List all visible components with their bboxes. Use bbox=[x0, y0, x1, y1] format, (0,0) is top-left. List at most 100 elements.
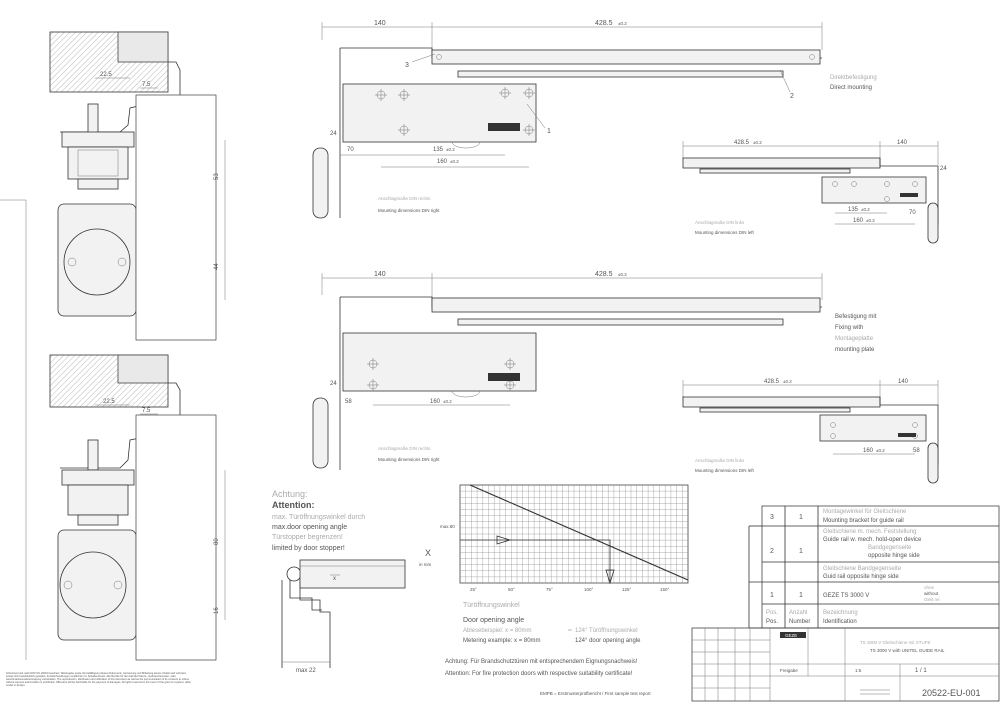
dim-428-5: 428.5 bbox=[595, 20, 613, 27]
frame-detail: x max 22 bbox=[281, 559, 406, 674]
pinion-housing bbox=[67, 146, 129, 180]
graph-angle-en: 124° door opening angle bbox=[575, 638, 641, 644]
row1-desc: GEZE TS 3000 V bbox=[823, 593, 869, 599]
section-view-top: 22.5 7.5 53 44 bbox=[0, 31, 226, 660]
svg-text:±0.2: ±0.2 bbox=[753, 140, 762, 145]
svg-text:±0.2: ±0.2 bbox=[861, 207, 870, 212]
graph-angle-de: 124° Türöffnungswinkel bbox=[575, 628, 638, 634]
dim-44: 44 bbox=[214, 263, 220, 270]
hdr-pos-de: Pos. bbox=[766, 610, 778, 616]
closer-circle bbox=[63, 228, 131, 296]
section-view-bottom: 22.5 7.5 80 16 bbox=[49, 354, 226, 661]
scale: 1:5 bbox=[855, 668, 862, 673]
dim-24: 24 bbox=[330, 131, 337, 137]
door-stop bbox=[312, 147, 329, 219]
row1-pos: 1 bbox=[770, 592, 774, 599]
svg-text:±0.2: ±0.2 bbox=[443, 399, 452, 404]
plate-title-1: Befestigung mit bbox=[835, 314, 877, 320]
view-din-left-2: 428.5 ±0.2 140 160 ±0.2 58 Anschlagmaße … bbox=[682, 379, 939, 484]
graph-x-ticks: 25°50°75°100°125°150° bbox=[470, 587, 670, 592]
dim-53: 53 bbox=[214, 173, 220, 180]
attention-line2-en: limited by door stopper! bbox=[272, 545, 345, 552]
view-din-left-1: 428.5 ±0.2 140 135 ±0.2 160 ±0.2 70 24 A… bbox=[682, 140, 947, 244]
hdr-desc-de: Bezeichnung bbox=[823, 610, 858, 616]
hdr-qty-de: Anzahl bbox=[789, 610, 807, 616]
graph-x-tick: 25° bbox=[470, 587, 477, 592]
opening-angle-graph: max.80 X in mm 25°50°75°100°125°150° Tür… bbox=[419, 484, 689, 644]
graph-x-title-en: Door opening angle bbox=[463, 617, 524, 624]
dim-22-5: 22.5 bbox=[100, 72, 112, 78]
attention-block: Achtung: Attention: max. Türöffnungswink… bbox=[272, 489, 365, 552]
geze-logo bbox=[780, 632, 806, 638]
row3-qty: 1 bbox=[799, 514, 803, 521]
graph-example-en: Metering example: x = 80mm bbox=[463, 638, 541, 644]
dim-max-22: max 22 bbox=[296, 668, 316, 674]
power-adjust-indicator bbox=[488, 123, 520, 131]
graph-grid bbox=[460, 485, 688, 583]
svg-text:±0.2: ±0.2 bbox=[446, 147, 455, 152]
svg-text:140: 140 bbox=[897, 140, 908, 146]
svg-text:Anschlagmaße DIN links: Anschlagmaße DIN links bbox=[695, 458, 745, 463]
graph-x-tick: 125° bbox=[622, 587, 632, 592]
graph-y-max: max.80 bbox=[440, 524, 455, 529]
callout-3: 3 bbox=[405, 62, 409, 69]
svg-text:x: x bbox=[333, 576, 336, 582]
row2-pos: 2 bbox=[770, 548, 774, 555]
svg-text:160: 160 bbox=[430, 399, 441, 405]
spindle bbox=[87, 103, 99, 135]
svg-text:24: 24 bbox=[330, 381, 337, 387]
view-direct-mounting-din-right: 140 428.5 ±0.2 135 ±0.2 160 ±0.2 70 24 1 bbox=[312, 20, 877, 219]
svg-text:160: 160 bbox=[863, 448, 874, 454]
fire-note-en: Attention: For fire protection doors wit… bbox=[445, 671, 633, 677]
product-line-1: TS 3000 V Gleitschiene mit STUFE bbox=[860, 640, 931, 645]
door-leaf-bottom bbox=[135, 414, 217, 661]
svg-text:Anschlagmaße DIN rechts: Anschlagmaße DIN rechts bbox=[378, 446, 431, 451]
svg-text:24: 24 bbox=[940, 166, 947, 172]
graph-x-tick: 50° bbox=[508, 587, 515, 592]
graph-x-tick: 100° bbox=[584, 587, 594, 592]
fire-note-de: Achtung: Für Brandschutztüren mit entspr… bbox=[445, 659, 638, 665]
frame-profile bbox=[117, 31, 169, 63]
attention-title-de: Achtung: bbox=[272, 489, 308, 499]
parts-table: 3 1 Montagewinkel für Gleitschiene Mount… bbox=[748, 505, 1000, 629]
sheet-number: 1 / 1 bbox=[915, 668, 927, 674]
svg-text:7.5: 7.5 bbox=[142, 408, 151, 414]
first-sample-note: EMPB = Erstmusterprüfbericht / First sam… bbox=[540, 691, 651, 696]
row2b-desc-en: Guid rail opposite hinge side bbox=[823, 574, 899, 580]
graph-y-unit: in mm bbox=[419, 562, 432, 567]
pinion-housing-2 bbox=[67, 484, 129, 516]
closer-body-end-view bbox=[57, 203, 137, 317]
attention-line1-de: max. Türöffnungswinkel durch bbox=[272, 514, 365, 521]
callout-2: 2 bbox=[790, 93, 794, 100]
view-title-en: Direct mounting bbox=[830, 85, 872, 91]
hdr-desc-en: Identification bbox=[823, 619, 857, 625]
svg-text:428.5: 428.5 bbox=[595, 271, 613, 278]
graph-curve bbox=[469, 484, 689, 581]
closer-body-end-view-2 bbox=[57, 529, 137, 641]
dim-7-5: 7.5 bbox=[142, 82, 151, 88]
svg-text:428.5: 428.5 bbox=[764, 379, 780, 385]
svg-text:without: without bbox=[924, 591, 939, 596]
dim-58: 58 bbox=[345, 399, 352, 405]
graph-x-title-de: Türöffnungswinkel bbox=[463, 602, 520, 609]
row2-sub-en: opposite hinge side bbox=[868, 553, 920, 559]
door-leaf-top bbox=[135, 94, 217, 341]
row2-sub-de: Bandgegenseite bbox=[868, 545, 912, 551]
plate-title-3: Montageplatte bbox=[835, 336, 874, 342]
row2b-desc-de: Gleitschiene Bandgegenseite bbox=[823, 566, 902, 572]
graph-example-line bbox=[460, 539, 611, 583]
arm-link bbox=[457, 70, 784, 78]
svg-text:Anschlagmaße DIN links: Anschlagmaße DIN links bbox=[695, 220, 745, 225]
view-mounting-plate-din-right: 140 428.5 ±0.2 160 ±0.2 58 24 Befestigun… bbox=[312, 271, 877, 470]
arm-head bbox=[61, 131, 135, 148]
dim-140: 140 bbox=[374, 20, 386, 27]
geze-logo-text: GEZE bbox=[785, 633, 797, 638]
svg-text:58: 58 bbox=[913, 448, 920, 454]
svg-text:140: 140 bbox=[374, 271, 386, 278]
svg-text:22.5: 22.5 bbox=[103, 399, 115, 405]
svg-text:±0.2: ±0.2 bbox=[618, 272, 627, 277]
row2-desc-de: Gleitschiene m. mech. Feststellung bbox=[823, 529, 916, 535]
frame-profile-2 bbox=[117, 354, 169, 384]
svg-text:160: 160 bbox=[853, 218, 864, 224]
svg-text:±0.2: ±0.2 bbox=[618, 21, 627, 26]
